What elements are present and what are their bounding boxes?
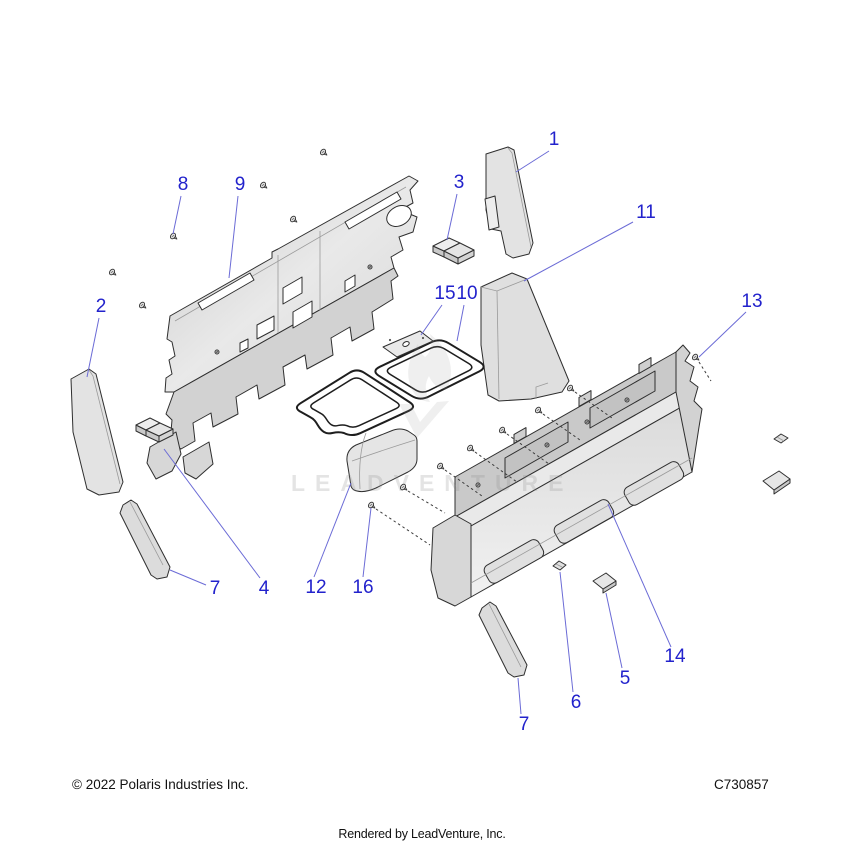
part-1-side-panel-right (484, 146, 534, 259)
leader-line-15 (420, 304, 443, 336)
leader-line-3 (446, 193, 458, 241)
screw-icon (366, 500, 378, 511)
callout-9[interactable]: 9 (235, 174, 246, 195)
part-9-closeoff-panel (146, 175, 419, 480)
leader-line-11 (523, 221, 634, 282)
callout-2[interactable]: 2 (96, 296, 107, 317)
callout-8[interactable]: 8 (178, 174, 189, 195)
leader-line-7b (517, 677, 522, 715)
leader-line-13 (698, 311, 747, 358)
part-10-seal-left (295, 369, 415, 437)
screw-insertion-lines (375, 361, 712, 546)
handle-slot-left (197, 272, 255, 311)
rendered-by-text: Rendered by LeadVenture, Inc. (338, 827, 506, 841)
v-logo-icon (399, 401, 449, 438)
dashed-insertion-line (542, 413, 581, 441)
callout-7b[interactable]: 7 (519, 714, 530, 735)
callout-7a[interactable]: 7 (210, 578, 221, 599)
callout-5[interactable]: 5 (620, 668, 631, 689)
callout-10[interactable]: 10 (456, 283, 477, 304)
screw-icon (137, 300, 149, 311)
part-6-clip (552, 560, 567, 571)
part-4-bracket (135, 417, 174, 443)
handle-slot-right (344, 191, 402, 230)
screw-icon (318, 147, 330, 158)
leader-line-16 (362, 507, 372, 578)
clip-right (773, 433, 789, 444)
screw-icon (465, 443, 477, 454)
leader-line-5 (605, 592, 623, 669)
callout-6[interactable]: 6 (571, 692, 582, 713)
screw-icon (565, 383, 577, 394)
callout-3[interactable]: 3 (454, 172, 465, 193)
part-3-bracket (432, 237, 475, 265)
callout-11[interactable]: 11 (636, 202, 656, 223)
callout-16[interactable]: 16 (352, 577, 373, 598)
pad-right (762, 470, 791, 495)
part-7-trim-strip-left (119, 499, 171, 580)
installed-screw-icon (584, 419, 590, 425)
installed-screw-icon (544, 442, 550, 448)
dashed-insertion-line (407, 490, 446, 514)
part-12-cover-box (346, 428, 418, 493)
leadventure-watermark: LEADVENTURE (291, 334, 574, 496)
callout-15[interactable]: 15 (434, 283, 455, 304)
dashed-insertion-line (698, 361, 712, 382)
watermark-text: LEADVENTURE (291, 470, 574, 496)
part-5-pad (592, 572, 617, 594)
callout-1[interactable]: 1 (549, 129, 560, 150)
screw-icon (533, 405, 545, 416)
screw-icon (168, 231, 180, 242)
part-10-seal-right (374, 339, 485, 400)
part-14-tailgate-panel (430, 344, 703, 607)
callout-leader-lines (86, 150, 747, 715)
leader-line-4 (163, 448, 261, 579)
part-15-mount-plate (382, 330, 434, 358)
leader-line-12 (313, 482, 352, 578)
leader-line-14 (607, 503, 672, 648)
installed-screw-icon (624, 397, 630, 403)
installed-screw-icon (475, 482, 481, 488)
part-7-trim-strip-right (478, 601, 528, 678)
callout-12[interactable]: 12 (305, 577, 326, 598)
dashed-insertion-line (506, 433, 550, 465)
installed-screw-icon (367, 264, 373, 270)
screw-icon (497, 425, 509, 436)
leader-line-7a (169, 569, 207, 586)
diagram-code: C730857 (714, 777, 769, 792)
installed-screw-icon (214, 349, 220, 355)
leader-line-1 (515, 150, 550, 173)
leader-line-10 (456, 304, 465, 342)
dashed-insertion-line (574, 391, 613, 419)
part-2-side-panel-left (70, 368, 124, 496)
leader-line-9 (228, 195, 239, 279)
part-11-wedge-block (480, 272, 570, 402)
callout-14[interactable]: 14 (664, 646, 686, 667)
screw-icon (690, 352, 702, 363)
dashed-insertion-line (375, 508, 431, 546)
callout-4[interactable]: 4 (259, 578, 270, 599)
dashed-insertion-line (474, 451, 518, 483)
screw-icon (288, 214, 300, 225)
leader-line-8 (172, 195, 182, 235)
flame-icon (408, 334, 451, 402)
screw-icon (258, 180, 270, 191)
leader-line-2 (86, 317, 100, 378)
copyright-text: © 2022 Polaris Industries Inc. (72, 777, 249, 792)
dashed-insertion-line (444, 469, 483, 497)
leader-line-6 (559, 571, 574, 693)
callout-13[interactable]: 13 (741, 291, 762, 312)
screw-icon (107, 267, 119, 278)
